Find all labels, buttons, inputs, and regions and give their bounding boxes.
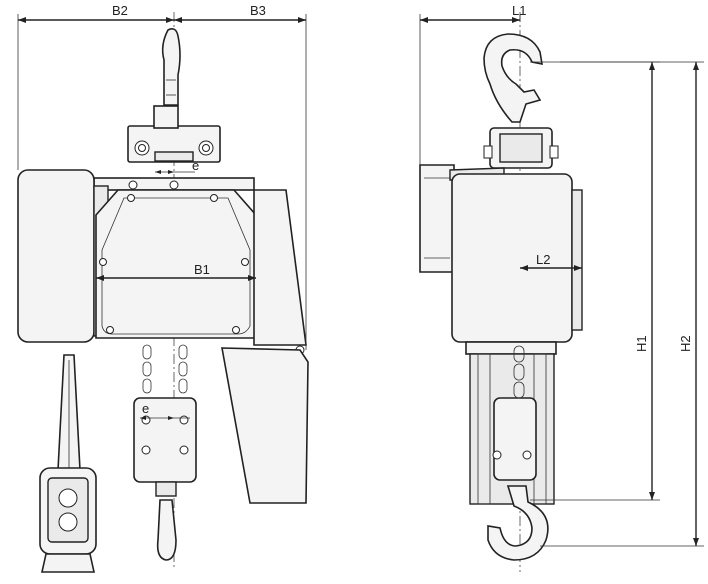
side-view-hoist	[419, 12, 583, 572]
dim-label-b1: B1	[194, 262, 210, 277]
chain-links	[142, 344, 188, 394]
dim-label-b2: B2	[112, 3, 128, 18]
dim-label-l2: L2	[536, 252, 550, 267]
side-view-dimensions	[419, 14, 704, 547]
dim-label-e-top: e	[192, 158, 199, 173]
dim-label-b3: B3	[250, 3, 266, 18]
dim-label-h2: H2	[678, 335, 693, 352]
dim-label-h1: H1	[634, 335, 649, 352]
control-pendant	[39, 354, 97, 573]
dim-label-e-bottom: e	[142, 401, 149, 416]
front-view-dimensions	[17, 14, 307, 420]
front-view-hoist	[17, 12, 309, 568]
dim-label-l1: L1	[512, 3, 526, 18]
